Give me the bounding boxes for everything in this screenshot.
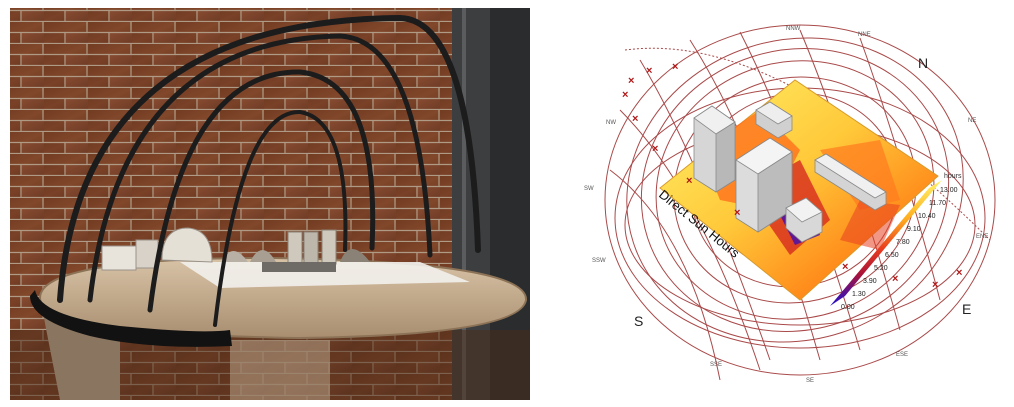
compass-nw: NW [606, 120, 616, 126]
legend-value: 10.40 [918, 213, 936, 220]
svg-text:×: × [734, 207, 740, 219]
cardinal-east: E [962, 301, 971, 317]
sun-markers: × × × × × × × × × × × × [622, 61, 962, 291]
compass-labels: NE ENE ESE SE SSE SSW SW NW NNW NNE [584, 26, 988, 384]
heliodon-photo [10, 8, 530, 400]
svg-text:×: × [632, 113, 638, 125]
model-buildings [101, 227, 370, 272]
cardinal-labels: N E S [634, 55, 971, 329]
compass-ene: ENE [976, 234, 988, 240]
cardinal-south: S [634, 313, 643, 329]
compass-ne: NE [968, 118, 976, 124]
svg-text:×: × [622, 89, 628, 101]
svg-text:×: × [932, 279, 938, 291]
legend-values: 13.00 11.70 10.40 9.10 7.80 6.50 5.20 3.… [841, 187, 958, 311]
base-ring [30, 290, 232, 347]
svg-text:×: × [672, 61, 678, 73]
legend-title: hours [944, 173, 962, 180]
compass-nnw: NNW [786, 26, 801, 32]
svg-text:×: × [686, 175, 692, 187]
compass-ssw: SSW [592, 258, 606, 264]
heliodon-arches [57, 14, 481, 327]
svg-text:×: × [628, 75, 634, 87]
compass-se: SE [806, 378, 814, 384]
legend-value: 9.10 [907, 226, 921, 233]
cardinal-north: N [918, 55, 928, 71]
legend-value: 3.90 [863, 278, 877, 285]
analysis-buildings [693, 101, 887, 243]
legend-bar [830, 180, 942, 306]
legend-value: 13.00 [940, 187, 958, 194]
compass-sse: SSE [710, 362, 722, 368]
legend-value: 1.30 [852, 291, 866, 298]
compass-nne: NNE [858, 32, 871, 38]
color-legend: hours 13.00 11.70 10.40 9.10 7.80 6.50 5… [830, 173, 962, 311]
legend-value: 5.20 [874, 265, 888, 272]
compass-sw: SW [584, 186, 594, 192]
legend-value: 0.00 [841, 304, 855, 311]
compass-ese: ESE [896, 352, 908, 358]
svg-text:×: × [892, 273, 898, 285]
svg-text:×: × [646, 65, 652, 77]
legend-value: 6.50 [885, 252, 899, 259]
legend-value: 7.80 [896, 239, 910, 246]
site-plate [180, 262, 470, 288]
sun-path-diagram: Direct Sun Hours × × × × × × × × × × × ×… [584, 24, 996, 384]
svg-text:×: × [842, 261, 848, 273]
svg-text:×: × [652, 143, 658, 155]
legend-value: 11.70 [929, 200, 946, 207]
svg-text:×: × [956, 267, 962, 279]
